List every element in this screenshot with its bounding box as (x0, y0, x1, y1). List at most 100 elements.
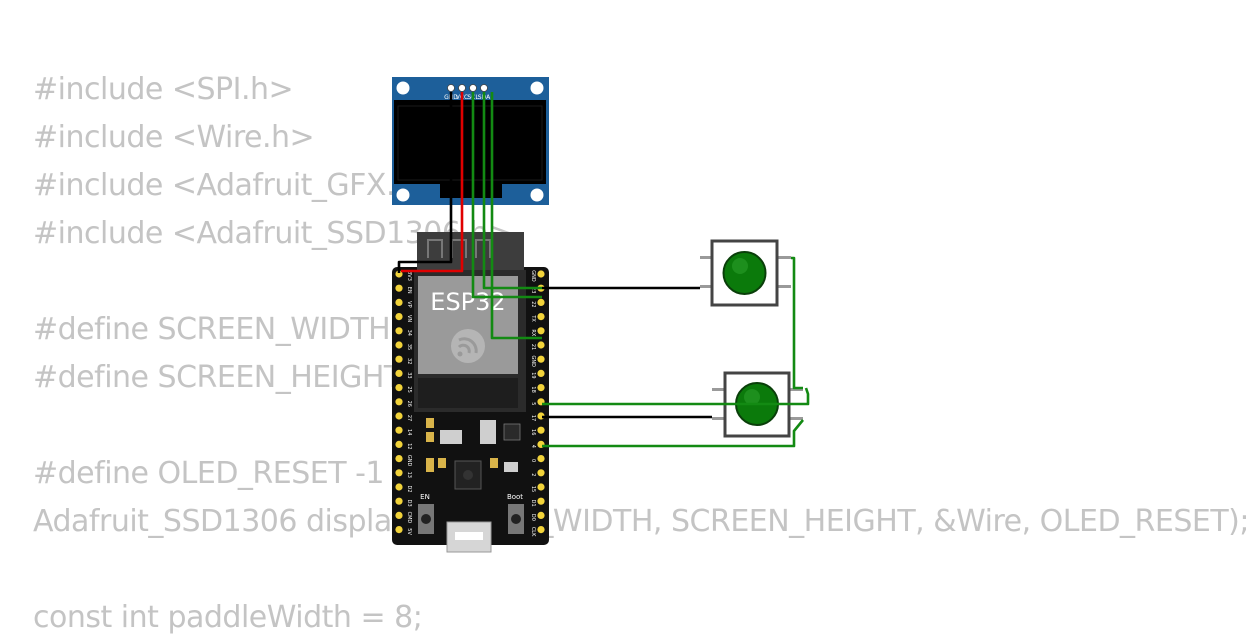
esp32-right-pin-pad[interactable] (537, 469, 545, 477)
oled-screen (394, 100, 546, 184)
esp32-right-pin-pad[interactable] (537, 426, 545, 434)
esp32-right-pin-label: 2 (530, 473, 536, 476)
esp32-module-pads (418, 378, 518, 408)
esp32-left-pin-pad[interactable] (395, 483, 403, 491)
wire-oled-vcc[interactable] (401, 92, 464, 273)
esp32-left-pin-label: D2 (406, 485, 412, 492)
esp32-right-pin-label: GND (530, 355, 536, 367)
esp32-left-pin-label: VP (406, 301, 412, 307)
esp32-right-pin-pad[interactable] (537, 270, 545, 278)
esp32-right-pin-pad[interactable] (537, 497, 545, 505)
esp32-right-pin-pad[interactable] (537, 341, 545, 349)
smd-component (503, 423, 521, 441)
esp32-right-pin-pad[interactable] (537, 483, 545, 491)
esp32-left-pin-label: 34 (406, 330, 412, 336)
code-line: const int paddleWidth = 8; (33, 600, 423, 635)
esp32-left-pin-column: 3V3ENVPVN343532332526271412GND13D2D3CMD5… (395, 270, 412, 535)
boot-button-label: Boot (507, 493, 523, 501)
oled-mount-hole (396, 188, 410, 202)
code-line: #include <SPI.h> (33, 72, 294, 107)
esp32-left-pin-pad[interactable] (395, 440, 403, 448)
wire-oled-gnd[interactable] (397, 92, 453, 273)
en-button-cap (421, 514, 431, 524)
esp32-right-pin-pad[interactable] (537, 313, 545, 321)
esp32-left-pin-pad[interactable] (395, 313, 403, 321)
esp32-left-pin-pad[interactable] (395, 284, 403, 292)
esp32-left-pin-label: 32 (406, 358, 412, 364)
esp32-left-pin-label: CMD (406, 512, 412, 524)
esp32-right-pin-label: 23 (530, 287, 536, 293)
esp32-right-pin-pad[interactable] (537, 355, 545, 363)
esp32-right-pin-label: 5 (530, 402, 536, 405)
esp32-left-pin-pad[interactable] (395, 455, 403, 463)
wire-button-common[interactable] (542, 419, 805, 448)
pushbutton-1[interactable] (700, 239, 791, 307)
esp32-left-pin-label: 26 (406, 401, 412, 407)
esp32-left-pin-pad[interactable] (395, 398, 403, 406)
esp32-left-pin-label: 27 (406, 415, 412, 421)
esp32-left-pin-pad[interactable] (395, 341, 403, 349)
esp32-right-pin-label: 18 (530, 386, 536, 392)
button-leg (777, 285, 791, 288)
esp32-right-pin-label: 19 (530, 372, 536, 378)
circuit-diagram: GND VCC SCL SDA ESP32 EN (392, 77, 810, 553)
esp32-left-pin-pad[interactable] (395, 497, 403, 505)
regulator-chip (480, 420, 496, 444)
code-line: #include <Wire.h> (33, 120, 315, 155)
wire-button2-signal[interactable] (542, 387, 810, 406)
oled-ribbon (440, 184, 502, 198)
esp32-left-pin-label: 12 (406, 443, 412, 449)
esp32-right-pin-pad[interactable] (537, 384, 545, 392)
esp32-left-pin-pad[interactable] (395, 511, 403, 519)
esp32-left-pin-label: EN (406, 287, 412, 294)
esp32-left-pin-pad[interactable] (395, 412, 403, 420)
esp32-left-pin-label: 25 (406, 386, 412, 392)
esp32-right-pin-pad[interactable] (537, 369, 545, 377)
esp32-right-pin-label: 4 (530, 445, 536, 448)
esp32-right-pin-pad[interactable] (537, 327, 545, 335)
esp32-right-pin-pad[interactable] (537, 526, 545, 534)
esp32-left-pin-pad[interactable] (395, 369, 403, 377)
oled-mount-hole (530, 188, 544, 202)
oled-screen-frame (397, 105, 543, 181)
esp32-right-pin-label: 22 (530, 301, 536, 307)
button-leg (712, 388, 726, 391)
button-leg (700, 256, 714, 259)
esp32-right-pin-label: 21 (530, 344, 536, 350)
wire-oled-sda[interactable] (482, 92, 542, 290)
en-button-label: EN (420, 493, 430, 501)
esp32-left-pin-label: 14 (406, 429, 412, 435)
code-editor-background: #include <SPI.h>#include <Wire.h>#includ… (33, 66, 1249, 642)
esp32-left-pin-label: VN (406, 315, 412, 322)
smd-component (504, 462, 518, 472)
esp32-right-pin-label: D0 (530, 514, 536, 521)
oled-display[interactable]: GND VCC SCL SDA (392, 77, 549, 205)
esp32-right-pin-pad[interactable] (537, 455, 545, 463)
esp32-right-pin-pad[interactable] (537, 298, 545, 306)
wire-oled-extra[interactable] (490, 92, 542, 340)
smd-component (438, 458, 446, 468)
esp32-left-pin-pad[interactable] (395, 298, 403, 306)
esp32-left-pin-label: 5V (406, 528, 412, 535)
button-leg (777, 256, 791, 259)
esp32-label: ESP32 (430, 288, 505, 316)
esp32-right-pin-label: GND (530, 270, 536, 282)
esp32-right-pin-label: TX (530, 314, 536, 322)
esp32-left-pin-pad[interactable] (395, 469, 403, 477)
esp32-left-pin-pad[interactable] (395, 526, 403, 534)
button-leg (712, 417, 726, 420)
esp32-left-pin-pad[interactable] (395, 384, 403, 392)
esp32-left-pin-pad[interactable] (395, 355, 403, 363)
esp32-left-pin-pad[interactable] (395, 270, 403, 278)
esp32-right-pin-pad[interactable] (537, 511, 545, 519)
button-cap[interactable] (722, 251, 767, 295)
chip-marker (463, 470, 473, 480)
esp32-left-pin-label: 33 (406, 372, 412, 378)
wire-oled-scl[interactable] (471, 92, 542, 299)
esp32-left-pin-pad[interactable] (395, 426, 403, 434)
button-cap-highlight (732, 258, 748, 274)
esp32-left-pin-pad[interactable] (395, 327, 403, 335)
smd-component (426, 418, 434, 428)
wire-button1-signal[interactable] (791, 256, 803, 390)
